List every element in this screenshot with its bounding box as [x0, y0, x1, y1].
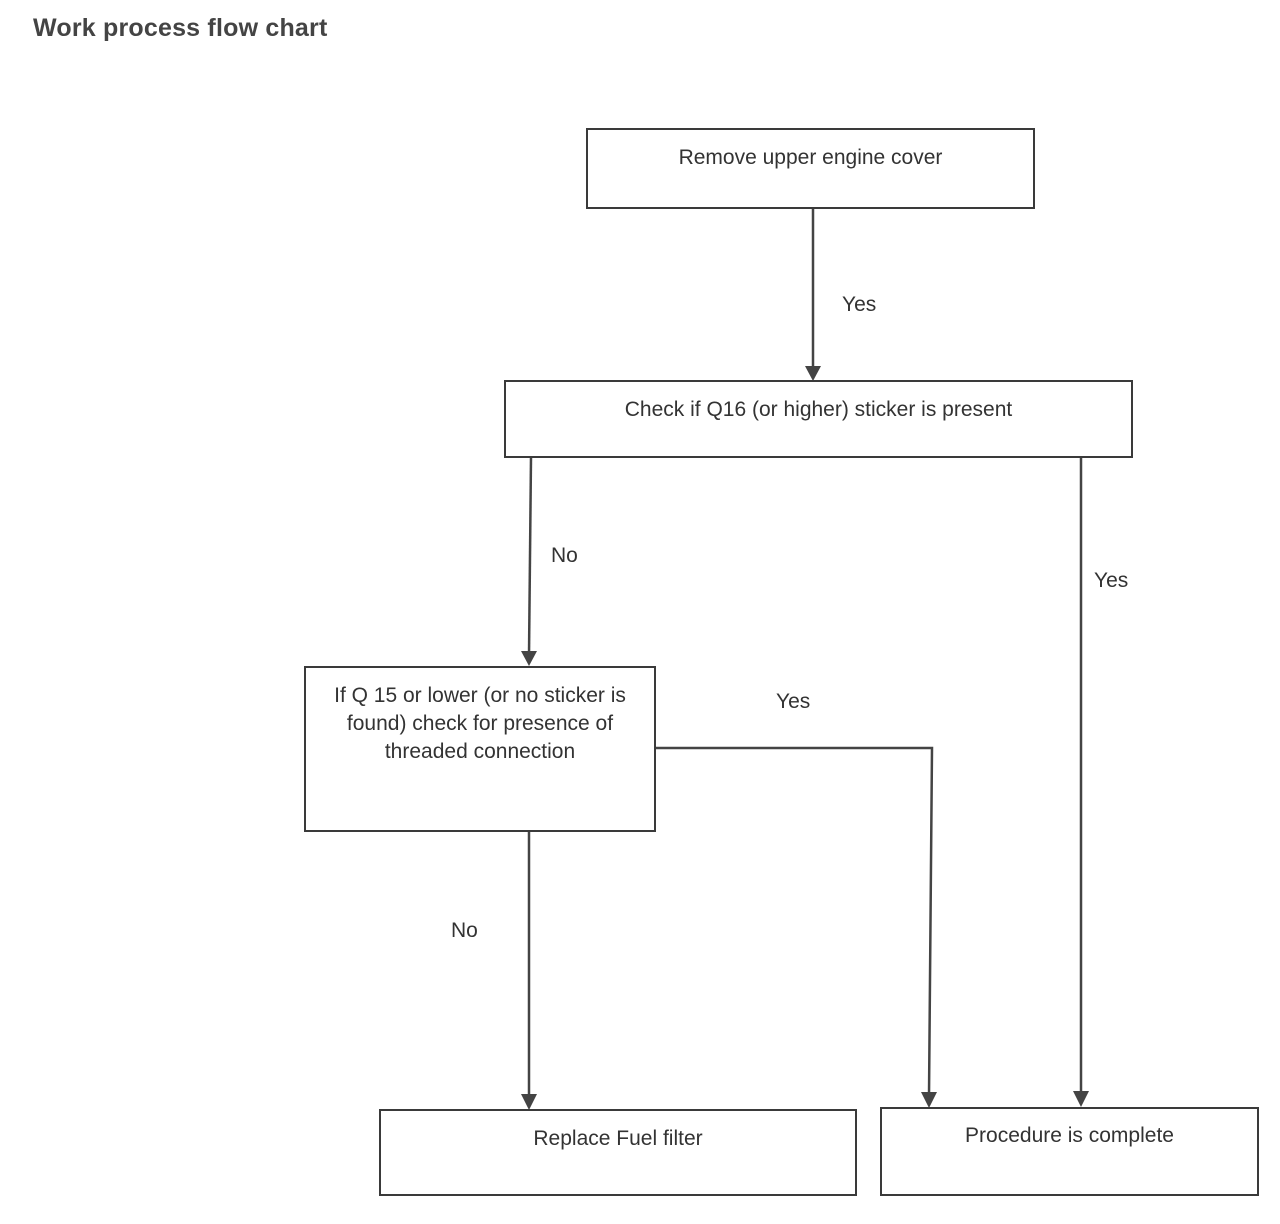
edge-label-yes-1: Yes	[842, 293, 877, 316]
edge-label-yes-3: Yes	[776, 690, 811, 713]
node-remove-cover-label: Remove upper engine cover	[678, 146, 943, 169]
edge-label-no-1: No	[551, 544, 578, 567]
node-remove-cover: Remove upper engine cover	[586, 128, 1035, 209]
node-procedure-complete-label: Procedure is complete	[965, 1124, 1174, 1147]
edge-label-yes-2: Yes	[1094, 569, 1129, 592]
arrowhead-replace	[521, 1094, 537, 1110]
node-replace-filter-label: Replace Fuel filter	[533, 1127, 703, 1150]
edge-label-no-2: No	[451, 919, 478, 942]
arrowhead-complete-left	[921, 1092, 937, 1108]
node-procedure-complete: Procedure is complete	[880, 1107, 1259, 1196]
edge-threaded-to-complete	[655, 746, 934, 1097]
edge-check-q16-to-threaded	[527, 456, 533, 656]
node-replace-filter: Replace Fuel filter	[379, 1109, 857, 1196]
diagram-title: Work process flow chart	[33, 14, 328, 42]
node-check-threaded: If Q 15 or lower (or no sticker is found…	[304, 666, 656, 832]
node-check-threaded-label: If Q 15 or lower (or no sticker is found…	[334, 684, 626, 763]
arrowhead-complete-right	[1073, 1091, 1089, 1107]
arrowhead-threaded	[521, 651, 537, 666]
arrowhead-check-q16	[805, 366, 821, 381]
node-check-q16: Check if Q16 (or higher) sticker is pres…	[504, 380, 1133, 458]
node-check-q16-label: Check if Q16 (or higher) sticker is pres…	[624, 398, 1013, 421]
